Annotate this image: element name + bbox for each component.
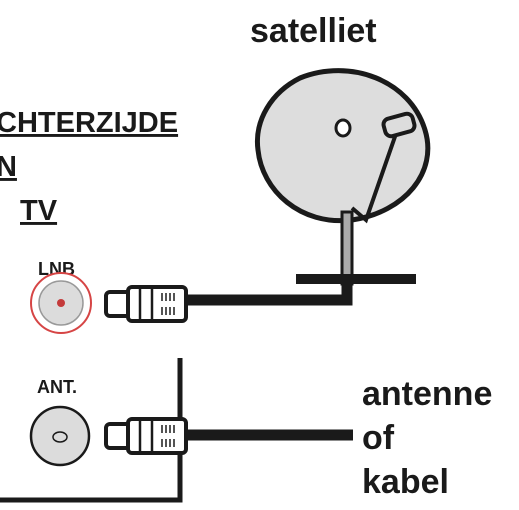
antenna-label-line3: kabel: [362, 463, 449, 501]
ant-connector-icon: [104, 417, 188, 455]
satellite-cable: [182, 284, 353, 306]
dish-feed-arm: [350, 127, 400, 224]
dish-mast: [340, 210, 354, 286]
satellite-label: satelliet: [250, 12, 377, 50]
lnb-port-pin: [57, 299, 65, 307]
dish-base-bar: [296, 274, 416, 284]
antenna-label-line1: antenne: [362, 375, 492, 413]
ant-port-label: ANT.: [37, 377, 77, 397]
ant-connector-body: [126, 417, 188, 455]
lnb-connector-icon: [104, 285, 188, 323]
rear-panel-label-line1: CHTERZIJDE: [0, 107, 178, 139]
dish-feed-hole: [334, 118, 352, 138]
rear-panel-label-line2: N: [0, 151, 17, 183]
satellite-dish-icon: [254, 68, 431, 286]
antenna-label-line2: of: [362, 419, 395, 457]
wall-outlet-line: [0, 358, 183, 503]
dish-lnb-head: [381, 111, 417, 139]
lnb-connector-body: [126, 285, 188, 323]
dish-reflector: [254, 68, 431, 224]
ant-port-pin: [52, 431, 68, 443]
rear-panel-label-line3: TV: [20, 195, 58, 227]
